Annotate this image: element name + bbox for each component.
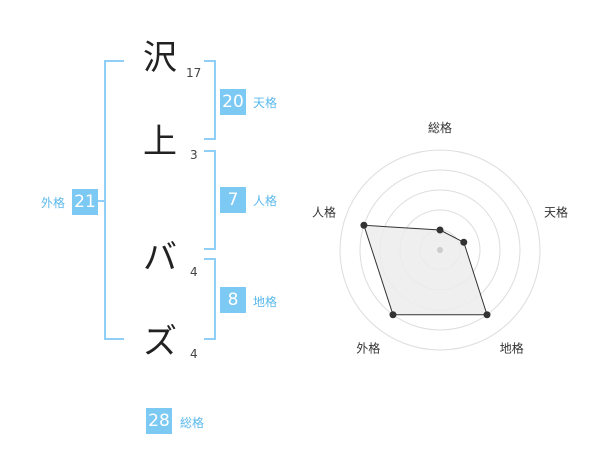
stroke-count-1: 17 <box>186 66 202 80</box>
gaikaku-bracket-bottom <box>104 338 124 340</box>
gaikaku-label: 外格 <box>41 196 66 210</box>
jinkaku-bracket-bottom <box>204 248 216 250</box>
jinkaku-bracket-top <box>204 150 216 152</box>
gaikaku-score: 21 <box>72 189 98 215</box>
radar-point-2 <box>460 238 468 246</box>
soukaku-label: 総格 <box>180 416 205 430</box>
tenkaku-label: 天格 <box>253 96 278 110</box>
gaikaku-bracket-top <box>104 60 124 62</box>
radar-axis-label-1: 総格 <box>428 120 452 135</box>
jinkaku-bracket-spine <box>214 150 216 250</box>
tenkaku-bracket-top <box>204 60 216 62</box>
chikaku-bracket-top <box>204 258 216 260</box>
tenkaku-bracket-bottom <box>204 138 216 140</box>
tenkaku-bracket-spine <box>214 60 216 140</box>
radar-ring-5 <box>339 149 541 351</box>
name-char-2: 上 <box>143 122 177 162</box>
radar-point-4 <box>389 311 397 319</box>
name-char-1: 沢 <box>143 38 177 78</box>
radar-center <box>437 247 443 253</box>
stroke-count-3: 4 <box>190 265 198 279</box>
chikaku-bracket-spine <box>214 258 216 340</box>
radar-point-1 <box>436 226 444 234</box>
gaikaku-bracket-spine <box>104 60 106 340</box>
chikaku-bracket-bottom <box>204 338 216 340</box>
chikaku-score: 8 <box>220 287 246 313</box>
radar-axis-label-2: 天格 <box>544 204 568 219</box>
tenkaku-score: 20 <box>220 89 246 115</box>
radar-point-5 <box>360 221 368 229</box>
chikaku-label: 地格 <box>253 295 278 309</box>
jinkaku-label: 人格 <box>253 194 278 208</box>
soukaku-score: 28 <box>146 408 172 434</box>
stroke-count-2: 3 <box>190 148 198 162</box>
radar-axis-label-3: 地格 <box>500 341 524 356</box>
jinkaku-score: 7 <box>220 187 246 213</box>
name-char-3: バ <box>143 238 177 278</box>
gaikaku-bracket-tick <box>98 200 104 202</box>
stroke-count-4: 4 <box>190 347 198 361</box>
radar-axis-label-4: 外格 <box>356 341 380 356</box>
name-char-4: ズ <box>143 322 177 362</box>
radar-area <box>363 224 488 316</box>
radar-point-3 <box>483 311 491 319</box>
radar-ring-4 <box>359 169 521 331</box>
radar-axis-label-5: 人格 <box>312 204 336 219</box>
